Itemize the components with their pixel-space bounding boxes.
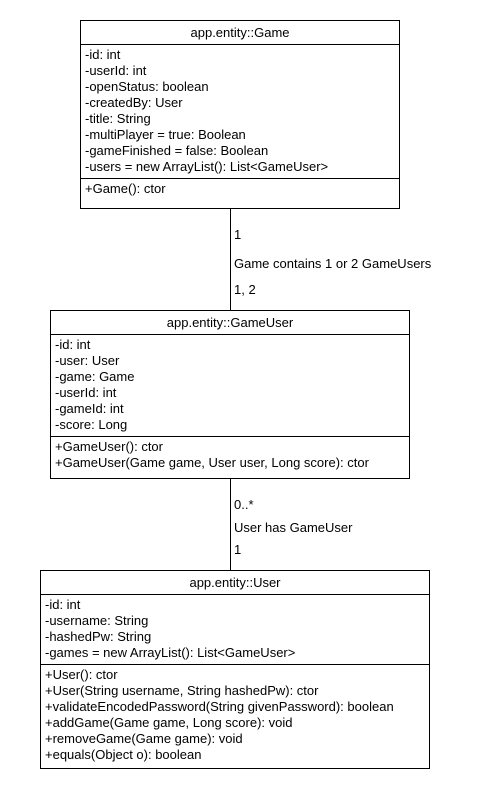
- operation: +User(): ctor: [45, 667, 118, 682]
- attribute: -score: Long: [55, 417, 128, 432]
- operation: +GameUser(): ctor: [55, 439, 163, 454]
- operation: +removeGame(Game game): void: [45, 731, 243, 746]
- attribute: -gameFinished = false: Boolean: [85, 143, 269, 158]
- attribute: -userId: int: [55, 385, 117, 400]
- attribute: -gameId: int: [55, 401, 124, 416]
- attribute: -game: Game: [55, 369, 135, 384]
- multiplicity-user-end: 1: [234, 542, 242, 557]
- operation: +validateEncodedPassword(String givenPas…: [45, 699, 394, 714]
- attribute: -multiPlayer = true: Boolean: [85, 127, 246, 142]
- class-user: app.entity::User -id: int -username: Str…: [40, 570, 430, 769]
- attribute: -userId: int: [85, 63, 147, 78]
- operation: +GameUser(Game game, User user, Long sco…: [55, 455, 369, 470]
- multiplicity-game-end: 1: [234, 227, 242, 242]
- class-gameuser: app.entity::GameUser -id: int -user: Use…: [50, 310, 410, 479]
- association-label-gameuser-user: User has GameUser: [234, 520, 353, 535]
- class-game-title: app.entity::Game: [81, 21, 399, 45]
- association-line-gameuser-user: [230, 479, 231, 570]
- class-gameuser-operations: +GameUser(): ctor +GameUser(Game game, U…: [51, 436, 409, 474]
- attribute: -users = new ArrayList(): List<GameUser>: [85, 159, 329, 174]
- attribute: -openStatus: boolean: [85, 79, 209, 94]
- attribute: -id: int: [55, 337, 91, 352]
- attribute: -hashedPw: String: [45, 629, 152, 644]
- attribute: -username: String: [45, 613, 149, 628]
- operation: +Game(): ctor: [85, 181, 166, 196]
- class-game: app.entity::Game -id: int -userId: int -…: [80, 20, 400, 209]
- attribute: -id: int: [85, 47, 121, 62]
- operation: +User(String username, String hashedPw):…: [45, 683, 319, 698]
- association-line-game-gameuser: [230, 209, 231, 310]
- class-game-operations: +Game(): ctor: [81, 178, 399, 200]
- multiplicity-gameuser-start: 0..*: [234, 497, 254, 512]
- class-user-operations: +User(): ctor +User(String username, Str…: [41, 664, 429, 766]
- multiplicity-gameuser-end: 1, 2: [234, 282, 256, 297]
- operation: +equals(Object o): boolean: [45, 747, 202, 762]
- attribute: -user: User: [55, 353, 120, 368]
- class-game-attributes: -id: int -userId: int -openStatus: boole…: [81, 45, 399, 178]
- class-user-attributes: -id: int -username: String -hashedPw: St…: [41, 595, 429, 664]
- operation: +addGame(Game game, Long score): void: [45, 715, 293, 730]
- attribute: -id: int: [45, 597, 81, 612]
- class-gameuser-title: app.entity::GameUser: [51, 311, 409, 335]
- attribute: -title: String: [85, 111, 151, 126]
- attribute: -games = new ArrayList(): List<GameUser>: [45, 645, 296, 660]
- class-user-title: app.entity::User: [41, 571, 429, 595]
- attribute: -createdBy: User: [85, 95, 183, 110]
- class-gameuser-attributes: -id: int -user: User -game: Game -userId…: [51, 335, 409, 436]
- association-label-game-gameuser: Game contains 1 or 2 GameUsers: [234, 256, 432, 271]
